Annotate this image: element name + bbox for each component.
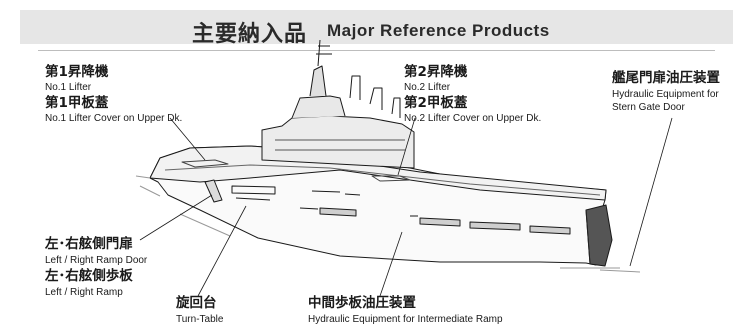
label-lifter2-en: No.2 Lifter <box>404 82 451 93</box>
label-cover1-en: No.1 Lifter Cover on Upper Dk. <box>45 113 183 124</box>
label-rampdoor-en: Left / Right Ramp Door <box>45 255 148 266</box>
label-intramp-jp: 中間歩板油圧装置 <box>308 295 416 311</box>
page-title-en: Major Reference Products <box>327 21 550 40</box>
page-title-jp: 主要納入品 <box>192 22 308 47</box>
label-stern-en1: Hydraulic Equipment for <box>612 89 719 100</box>
label-lifter2-jp: 第2昇降機 <box>404 64 468 80</box>
label-ramp-jp: 左･右舷側歩板 <box>45 268 133 284</box>
leader-turntable <box>197 205 247 297</box>
lifter-2 <box>371 175 411 182</box>
title-rule <box>38 50 715 51</box>
leader-intramp <box>379 231 403 297</box>
leader-stern <box>629 117 673 267</box>
leader-rampdoor <box>139 194 213 241</box>
label-cover2-jp: 第2甲板蓋 <box>404 95 468 111</box>
leader-lifter1 <box>169 117 206 161</box>
island-superstructure <box>261 115 415 169</box>
label-stern-jp: 艦尾門扉油圧装置 <box>612 70 720 86</box>
label-stern-en2: Stern Gate Door <box>612 102 685 113</box>
label-ramp-en: Left / Right Ramp <box>45 287 123 298</box>
lifter-1 <box>181 159 229 168</box>
leader-lifter2 <box>397 117 416 176</box>
label-turntable-jp: 旋回台 <box>176 295 217 311</box>
label-cover1-jp: 第1甲板蓋 <box>45 95 109 111</box>
label-intramp-en: Hydraulic Equipment for Intermediate Ram… <box>308 314 503 325</box>
mast <box>316 39 401 118</box>
hull-openings <box>319 207 571 235</box>
label-lifter1-en: No.1 Lifter <box>45 82 92 93</box>
label-rampdoor-jp: 左･右舷側門扉 <box>45 236 133 252</box>
label-turntable-en: Turn-Table <box>176 314 224 325</box>
label-cover2-en: No.2 Lifter Cover on Upper Dk. <box>404 113 542 124</box>
label-lifter1-jp: 第1昇降機 <box>45 64 109 80</box>
title-bar <box>20 10 733 47</box>
